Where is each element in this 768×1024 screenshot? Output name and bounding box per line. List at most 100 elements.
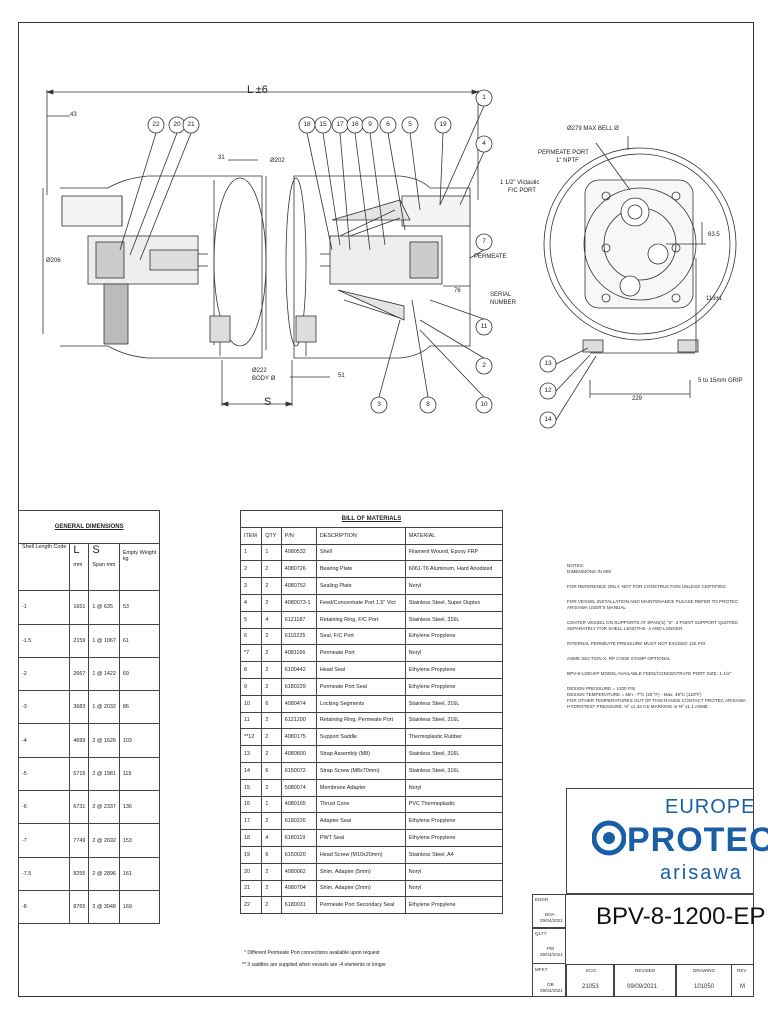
item-balloon-number: 13 [544,360,552,367]
table-cell: 8765 [69,889,90,925]
table-cell: Stainless Steel, 316L [404,610,504,629]
table-cell: 21 [239,879,263,898]
table-cell: Sealing Plate [315,577,406,595]
dim-202: Ø202 [270,158,285,164]
qlty-name: PM [547,946,554,951]
table-cell: Head Screw (M10x20mm) [315,845,406,864]
table-cell: 4699 [69,723,90,758]
table-cell: Seal, F/C Port [315,627,406,646]
table-cell: 6180031 [280,896,317,915]
table-cell: Stainless Steel, 316L [404,694,504,713]
table-cell: Ethylene Propylene [404,661,504,679]
table-cell: -2 [17,656,71,692]
logo-box [566,788,754,894]
table-cell: 2 [261,896,282,915]
item-balloon-number: 10 [480,401,488,408]
item-balloon-number: 16 [351,121,359,128]
table-cell: *7 [239,644,263,663]
table-cell: 6100442 [280,661,317,679]
table-cell: Noryl [404,879,504,898]
item-balloon-number: 17 [336,121,344,128]
rev-value: M [740,984,745,990]
table-cell: 6110225 [280,627,317,646]
drawing-sheet-border [18,22,754,997]
serial-label: SERIAL [490,292,512,298]
item-balloon-number: 15 [319,121,327,128]
logo-protec: PROTEC [627,821,768,859]
table-cell: 6121200 [280,711,317,730]
table-cell: 2667 [69,656,90,692]
table-cell: 136 [118,790,161,825]
drawing-label: DRAWING [693,968,716,973]
table-cell: Retaining Ring, F/C Port [315,610,406,629]
item-balloon-number: 4 [482,140,486,147]
table-cell: Stainless Steel, 316L [404,761,504,780]
dim-229: 229 [632,396,643,402]
protec-logo-icon [592,820,626,856]
table-cell: Permeate Port Secondary Seal [315,896,406,915]
table-cell: 9 [239,677,263,696]
table-cell: 5080074 [280,778,317,797]
item-balloon-number: 7 [482,238,486,245]
table-cell: 2 [261,812,282,831]
engr-cell [532,894,566,928]
engr-name: BOA [545,912,555,917]
table-cell: Ethylene Propylene [404,812,504,831]
table-cell: 19 [239,845,263,864]
logo-europe: EUROPE [665,796,756,818]
qlty-cell [532,928,566,964]
table-cell: 1 @ 1067 [88,623,120,658]
dims-title: GENERAL DIMENSIONS [17,509,161,545]
item-balloon-number: 18 [303,121,311,128]
dim-31: 31 [218,155,225,161]
note-line: FOR REFERENCE ONLY, NOT FOR CONSTRUCTION… [567,584,726,589]
table-cell: 4 [261,829,282,847]
revised-cell [614,964,676,997]
table-cell: 2 [261,560,282,579]
note-line: INTERNAL PERMEATE PRESSURE MUST NOT EXCE… [567,641,707,646]
table-cell: 2159 [69,623,90,658]
table-cell: **12 [239,728,263,747]
table-cell: 2 @ 1626 [88,723,120,758]
table-cell: PVC Thermoplastic [404,795,504,814]
table-cell: Thermoplastic Rubber [404,728,504,747]
table-cell: 4080175 [280,728,317,747]
bom-footnote-1: * Different Permeate Port connections av… [244,950,380,956]
engr-label: ENGR [535,897,549,902]
number-label: NUMBER [490,300,517,306]
item-balloon-number: 2 [482,362,486,369]
dim-222: Ø222 [252,368,267,374]
fc-port-label: F/C PORT [508,188,536,194]
table-cell: 169 [118,889,161,925]
table-cell: Membrane Adapter [315,778,406,797]
table-cell: 2 [261,677,282,696]
table-cell: 2 @ 3048 [88,889,120,925]
npt-label: 1" NPTF [556,158,579,164]
table-cell: Shim, Adapter (5mm) [315,862,406,881]
table-cell: Ethylene Propylene [404,627,504,646]
table-cell: 2 [261,711,282,730]
victaulic-label: 1 1/2" Victaulic [500,180,540,186]
table-cell: 6150072 [280,761,317,780]
table-cell: 103 [118,723,161,758]
table-cell: Permeate Port Seal [315,677,406,696]
item-balloon-number: 21 [187,121,195,128]
bom-header-qty: QTY [261,526,282,545]
table-cell: 4080752 [280,577,317,595]
table-cell: 5715 [69,756,90,792]
